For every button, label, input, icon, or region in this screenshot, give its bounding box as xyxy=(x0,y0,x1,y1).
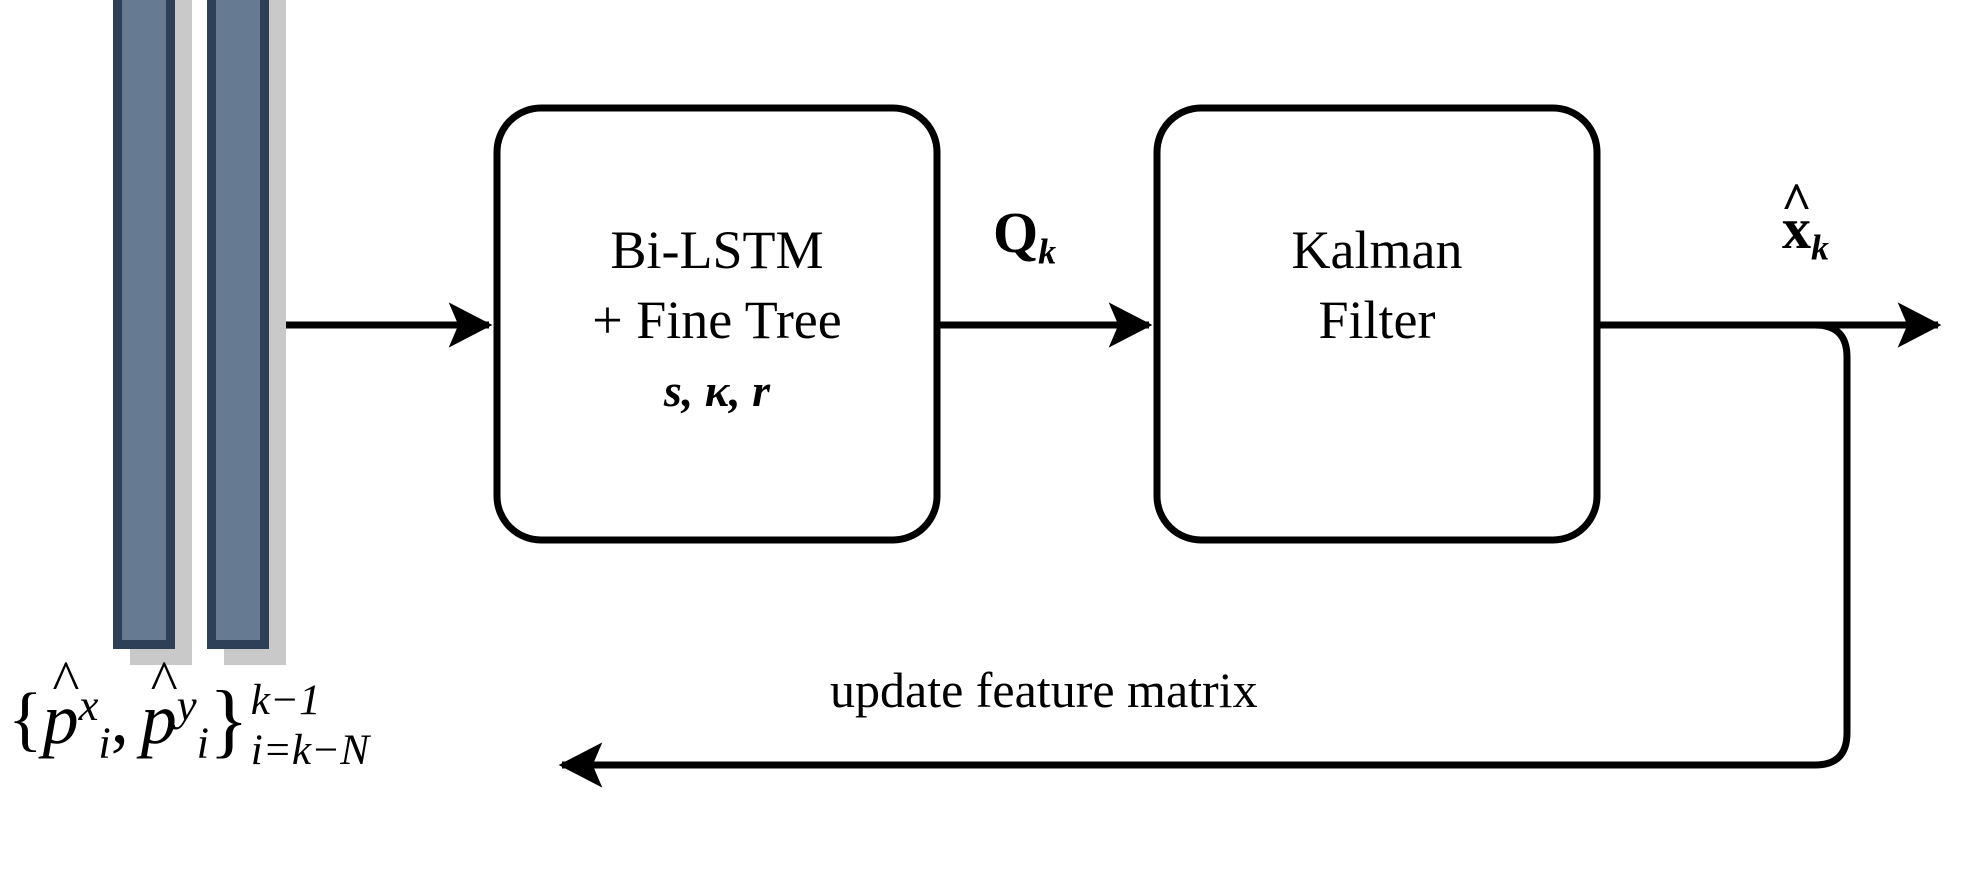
q-symbol: Q xyxy=(993,200,1039,265)
block-label-kalman-filter-line-2: Filter xyxy=(1318,290,1436,351)
set-upper-limit: k−1 xyxy=(250,677,321,724)
p-hat-y-accent: ^ xyxy=(150,649,178,713)
x-hat-accent: ^ xyxy=(1780,171,1813,232)
set-separator: , xyxy=(110,678,129,759)
p-hat-x-subscript: i xyxy=(98,716,111,767)
p-hat-x-term: ^pxi xyxy=(43,653,111,765)
set-lower-limit: i=k−N xyxy=(250,727,370,775)
p-hat-x-superscript: x xyxy=(78,679,99,730)
p-hat-y-term: ^pyi xyxy=(141,653,209,765)
set-open-brace: { xyxy=(8,678,43,759)
block-label-kalman-filter: Kalman Filter xyxy=(1157,215,1597,355)
x-symbol: x xyxy=(1782,196,1811,261)
p-hat-y-subscript: i xyxy=(196,716,209,767)
feature-bar-1 xyxy=(113,0,175,649)
signal-label-x-hat-k: ^xk xyxy=(1781,175,1829,266)
signal-label-q-k: Qk xyxy=(993,204,1056,270)
feature-bar-2 xyxy=(207,0,269,649)
feedback-path xyxy=(558,321,1851,788)
p-hat-y-symbol: p xyxy=(140,678,177,759)
p-hat-x-accent: ^ xyxy=(52,649,80,713)
feedback-label: update feature matrix xyxy=(830,662,1258,718)
block-label-kalman-filter-line-1: Kalman xyxy=(1291,220,1463,280)
block-label-bi-lstm-line-1: Bi-LSTM xyxy=(610,220,824,280)
p-hat-x-symbol: p xyxy=(42,678,79,759)
p-hat-y-superscript: y xyxy=(176,679,197,730)
x-hat-wrap: ^x xyxy=(1781,175,1812,258)
block-label-bi-lstm: Bi-LSTM + Fine Tree xyxy=(497,215,937,355)
block-params-bi-lstm: s, κ, r xyxy=(663,365,771,416)
block-label-bi-lstm-line-2: + Fine Tree xyxy=(592,290,842,351)
x-subscript: k xyxy=(1811,227,1829,268)
set-close-brace: } xyxy=(209,673,249,766)
q-subscript: k xyxy=(1038,231,1057,272)
